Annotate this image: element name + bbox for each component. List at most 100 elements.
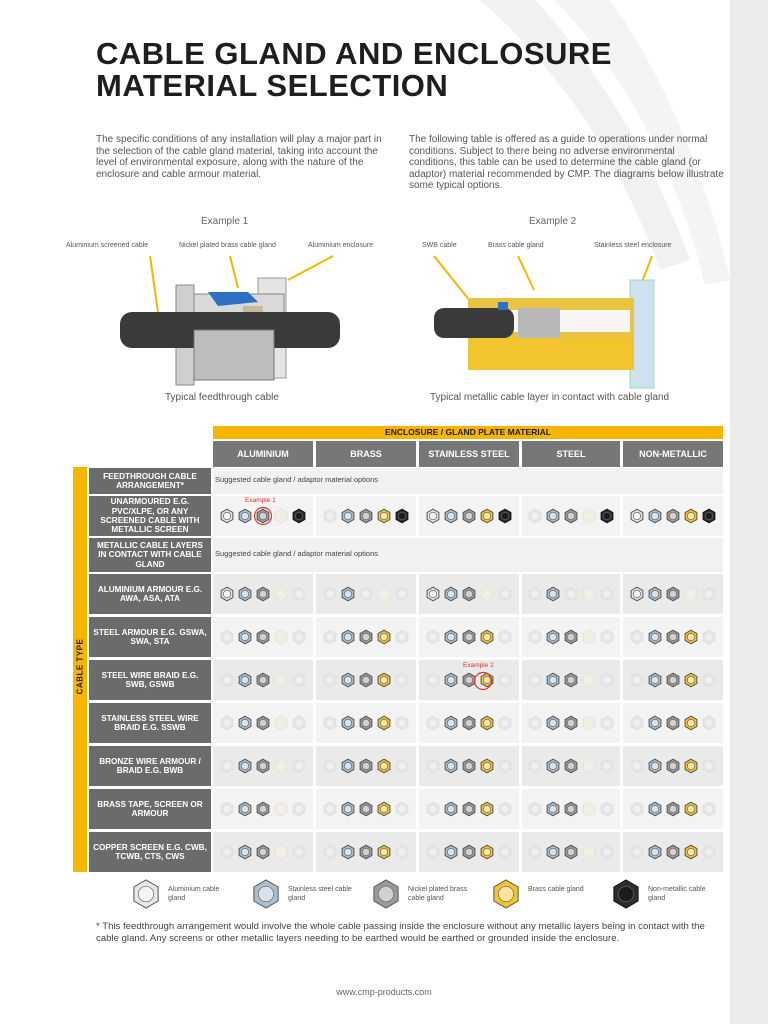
stainless-gland-icon xyxy=(648,715,662,731)
brass-gland-icon xyxy=(274,844,288,860)
metallic-layers-row-header: METALLIC CABLE LAYERS IN CONTACT WITH CA… xyxy=(89,538,211,572)
aluminium-gland-icon xyxy=(630,508,644,524)
brass-gland-icon xyxy=(480,629,494,645)
example1-note: Example 1 xyxy=(245,497,276,504)
nickel-gland-icon xyxy=(564,629,578,645)
aluminium-gland-icon xyxy=(630,758,644,774)
grid-cell xyxy=(316,703,416,743)
stainless-gland-icon xyxy=(341,586,355,602)
stainless-gland-icon xyxy=(238,508,252,524)
row-header-1: ALUMINIUM ARMOUR E.G. AWA, ASA, ATA xyxy=(89,574,211,614)
stainless-gland-icon xyxy=(444,715,458,731)
gland-icons xyxy=(323,508,409,524)
nonmetallic-gland-icon xyxy=(702,586,716,602)
stainless-legend-icon xyxy=(253,879,279,909)
brass-gland-icon xyxy=(582,801,596,817)
nonmetallic-gland-icon xyxy=(498,715,512,731)
aluminium-gland-icon xyxy=(528,672,542,688)
aluminium-gland-icon xyxy=(323,672,337,688)
gland-icons xyxy=(323,844,409,860)
feedthrough-note: Suggested cable gland / adaptor material… xyxy=(215,475,379,484)
brass-gland-icon xyxy=(480,715,494,731)
row-header-4: STAINLESS STEEL WIRE BRAID E.G. SSWB xyxy=(89,703,211,743)
nickel-legend-icon xyxy=(373,879,399,909)
aluminium-gland-icon xyxy=(220,844,234,860)
brass-gland-icon xyxy=(684,801,698,817)
stainless-gland-icon xyxy=(238,586,252,602)
nonmetallic-gland-icon xyxy=(600,586,614,602)
column-header-stainless-steel: STAINLESS STEEL xyxy=(419,441,519,467)
gland-icons xyxy=(528,629,614,645)
gland-icons xyxy=(630,758,716,774)
example1-title: Example 1 xyxy=(201,216,249,227)
nickel-gland-icon xyxy=(256,586,270,602)
brass-gland-icon xyxy=(582,758,596,774)
aluminium-gland-icon xyxy=(426,801,440,817)
nickel-gland-icon xyxy=(666,672,680,688)
aluminium-gland-icon xyxy=(323,844,337,860)
nonmetallic-gland-icon xyxy=(292,715,306,731)
example1-label-gland: Nickel plated brass cable gland xyxy=(179,242,276,249)
grid-cell xyxy=(316,496,416,536)
nonmetallic-gland-icon xyxy=(292,508,306,524)
metallic-layers-row xyxy=(213,538,723,572)
aluminium-gland-icon xyxy=(630,801,644,817)
nickel-gland-icon xyxy=(564,586,578,602)
gland-icons xyxy=(426,586,512,602)
nonmetallic-gland-icon xyxy=(395,844,409,860)
gland-icons xyxy=(528,801,614,817)
brass-gland-icon xyxy=(377,586,391,602)
brass-gland-icon xyxy=(377,672,391,688)
stainless-gland-icon xyxy=(341,801,355,817)
grid-cell xyxy=(623,789,723,829)
gland-icons xyxy=(323,801,409,817)
gland-icons xyxy=(528,844,614,860)
brass-gland-icon xyxy=(377,508,391,524)
nickel-gland-icon xyxy=(564,758,578,774)
brass-gland-icon xyxy=(582,715,596,731)
grid-cell xyxy=(522,703,620,743)
example2-label-cable: SWB cable xyxy=(422,242,457,249)
brass-gland-icon xyxy=(274,672,288,688)
grid-cell xyxy=(623,496,723,536)
stainless-gland-icon xyxy=(444,844,458,860)
aluminium-gland-icon xyxy=(528,629,542,645)
stainless-gland-icon xyxy=(648,508,662,524)
nickel-gland-icon xyxy=(359,508,373,524)
brass-gland-icon xyxy=(684,844,698,860)
stainless-gland-icon xyxy=(648,758,662,774)
stainless-gland-icon xyxy=(546,672,560,688)
brass-gland-icon xyxy=(480,508,494,524)
nickel-gland-icon xyxy=(359,672,373,688)
gland-icons xyxy=(220,844,306,860)
stainless-gland-icon xyxy=(238,629,252,645)
row-header-0: UNARMOURED E.G. PVC/XLPE, OR ANY SCREENE… xyxy=(89,496,211,536)
example2-label-enclosure: Stainless steel enclosure xyxy=(594,242,672,249)
nickel-gland-icon xyxy=(462,758,476,774)
legend-label: Stainless steel cable gland xyxy=(288,886,352,902)
grid-cell xyxy=(623,617,723,657)
nickel-gland-icon xyxy=(564,715,578,731)
aluminium-gland-icon xyxy=(630,586,644,602)
nonmetallic-gland-icon xyxy=(292,758,306,774)
grid-cell xyxy=(419,832,519,872)
nonmetallic-gland-icon xyxy=(702,508,716,524)
nonmetallic-gland-icon xyxy=(498,672,512,688)
gland-icons xyxy=(426,672,512,688)
intro-right-text: The following table is offered as a guid… xyxy=(409,134,724,192)
nonmetallic-gland-icon xyxy=(292,672,306,688)
stainless-gland-icon xyxy=(444,508,458,524)
aluminium-gland-icon xyxy=(220,758,234,774)
aluminium-gland-icon xyxy=(528,586,542,602)
row-header-5: BRONZE WIRE ARMOUR / BRAID E.G. BWB xyxy=(89,746,211,786)
aluminium-gland-icon xyxy=(630,629,644,645)
nonmetallic-gland-icon xyxy=(498,508,512,524)
brass-gland-icon xyxy=(684,629,698,645)
grid-cell xyxy=(316,617,416,657)
grid-cell xyxy=(623,660,723,700)
stainless-gland-icon xyxy=(341,629,355,645)
aluminium-gland-icon xyxy=(630,715,644,731)
gland-icons xyxy=(323,758,409,774)
brass-gland-icon xyxy=(377,844,391,860)
nickel-gland-icon xyxy=(666,758,680,774)
